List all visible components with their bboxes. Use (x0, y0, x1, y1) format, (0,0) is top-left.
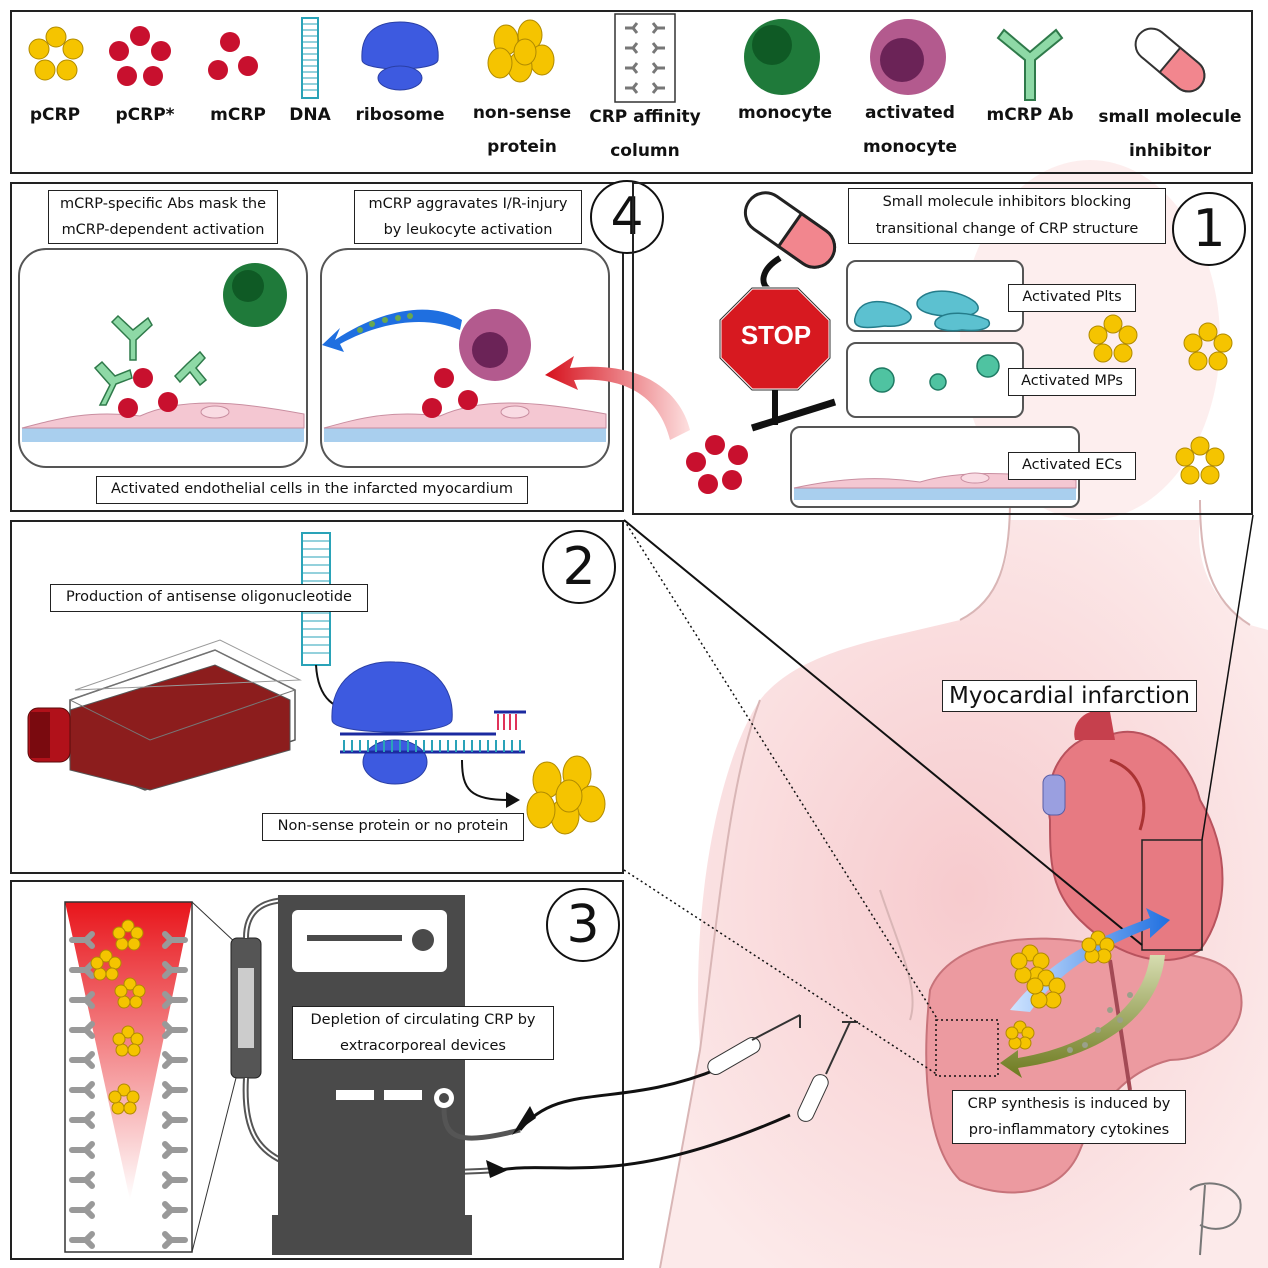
legend-label-nonsense-1: non-sense (472, 103, 572, 123)
ribosome-icon (361, 21, 439, 91)
panel-2-illustration (27, 532, 606, 835)
panel-3-number: 3 (546, 888, 620, 962)
panel-2-number: 2 (542, 530, 616, 604)
panel-2-production-label: Production of antisense oligonucleotide (50, 584, 368, 612)
legend-label-activated-1: activated (865, 103, 955, 123)
crp-synthesis-label: CRP synthesis is induced by pro-inflamma… (952, 1090, 1186, 1144)
mcrp-icon (208, 32, 258, 80)
panel-4-right-caption: mCRP aggravates I/R-injury by leukocyte … (354, 190, 582, 244)
mcrp-antibody-icon (996, 28, 1064, 101)
legend-frame (10, 10, 1253, 174)
legend-label-column-2: column (610, 141, 680, 161)
panel-1-illustration (718, 191, 1233, 500)
pcrp-star-icon (109, 26, 171, 86)
legend-label-activated-2: monocyte (863, 137, 957, 157)
panel-1-title: Small molecule inhibitors blocking trans… (848, 188, 1166, 244)
panel-4-left-caption-line2: mCRP-dependent activation (61, 222, 265, 238)
panel-4-right-caption-line1: mCRP aggravates I/R-injury (368, 196, 568, 212)
crp-synthesis-line1: CRP synthesis is induced by (967, 1096, 1171, 1112)
panel-1-frame (632, 182, 1253, 515)
legend-label-pcrp: pCRP (29, 105, 81, 125)
panel-4-left-caption: mCRP-specific Abs mask the mCRP-dependen… (48, 190, 278, 244)
panel-4-number: 4 (590, 180, 664, 254)
legend-label-dna: DNA (289, 105, 331, 125)
inhibitor-icon (1134, 27, 1206, 93)
panel-4-right-caption-line2: by leukocyte activation (383, 222, 553, 238)
affinity-column-icon (614, 13, 676, 103)
monocyte-icon (744, 19, 820, 95)
panel-1-number: 1 (1172, 192, 1246, 266)
panel-3-depletion-label: Depletion of circulating CRP by extracor… (292, 1006, 554, 1060)
panel-3-depletion-line2: extracorporeal devices (340, 1038, 506, 1054)
panel-4-illustration (21, 263, 748, 494)
legend-label-mcrp: mCRP (210, 105, 266, 125)
label-activated-mps: Activated MPs (1008, 368, 1136, 396)
legend-icons (28, 13, 1206, 103)
panel-4-bottom-caption: Activated endothelial cells in the infar… (96, 476, 528, 504)
legend-label-column-1: CRP affinity (589, 107, 701, 127)
pcrp-icon (28, 26, 84, 81)
panel-1-title-line1: Small molecule inhibitors blocking (882, 194, 1132, 210)
legend-label-nonsense-2: protein (487, 137, 557, 157)
myocardial-infarction-label: Myocardial infarction (942, 680, 1197, 712)
crp-synthesis-line2: pro-inflammatory cytokines (968, 1122, 1170, 1138)
panel-3-depletion-line1: Depletion of circulating CRP by (310, 1012, 536, 1028)
legend-label-inhibitor-2: inhibitor (1128, 141, 1212, 161)
activated-monocyte-icon (870, 19, 946, 95)
label-activated-plts: Activated Plts (1008, 284, 1136, 312)
nonsense-protein-icon (487, 19, 555, 83)
legend-label-pcrp-star: pCRP* (115, 105, 175, 125)
dna-icon (301, 17, 319, 99)
panel-2-nonsense-label: Non-sense protein or no protein (262, 813, 524, 841)
panel-1-title-line2: transitional change of CRP structure (875, 221, 1139, 237)
legend-label-ribosome: ribosome (355, 105, 445, 125)
panel-4-left-caption-line1: mCRP-specific Abs mask the (59, 196, 267, 212)
legend-label-inhibitor-1: small molecule (1098, 107, 1242, 127)
label-activated-ecs: Activated ECs (1008, 452, 1136, 480)
stop-sign-text: STOP (740, 320, 812, 350)
legend-label-monocyte: monocyte (738, 103, 832, 123)
legend-label-mcrp-ab: mCRP Ab (986, 105, 1074, 125)
